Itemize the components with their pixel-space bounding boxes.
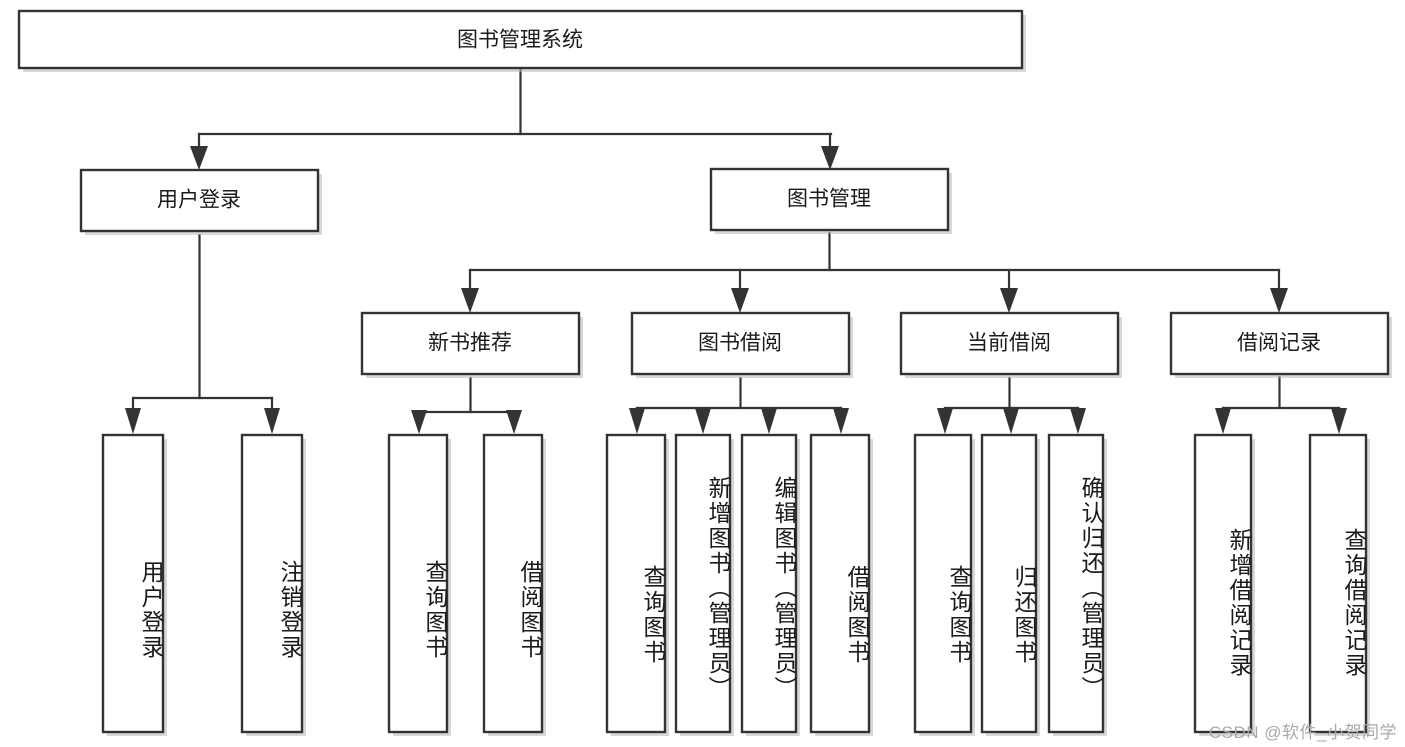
user-login-node-box[interactable] [79, 168, 320, 233]
arrow-to-book-mgmt [821, 146, 839, 170]
book-borrow-node-box[interactable] [630, 311, 851, 376]
leaf-box-nb-borrow-book[interactable] [482, 433, 544, 734]
arrow-leaf-user-login [125, 408, 141, 434]
leaf-box-cb-confirm-return[interactable] [1047, 433, 1105, 734]
arrow-nb-query-book [411, 410, 427, 434]
leaf-box-br-query-record[interactable] [1308, 433, 1368, 734]
leaf-box-bb-edit-book[interactable] [740, 433, 798, 734]
root-node-box[interactable] [17, 9, 1024, 70]
arrow-bb-add-book [695, 408, 711, 434]
arrow-to-user-login [190, 146, 208, 170]
arrow-cb-return-book [1003, 408, 1019, 434]
new-book-node-label: 新书推荐 [428, 332, 512, 355]
book-borrow-node-label: 图书借阅 [698, 332, 782, 355]
arrow-to-new-book [461, 288, 479, 313]
arrow-bb-edit-book [761, 408, 777, 434]
arrow-bb-query-book [629, 408, 645, 434]
arrow-nb-borrow-book [506, 410, 522, 434]
leaf-box-bb-borrow-book[interactable] [809, 433, 871, 734]
borrow-record-node-label: 借阅记录 [1237, 332, 1321, 355]
leaf-box-cb-return-book[interactable] [980, 433, 1038, 734]
leaf-box-br-add-record[interactable] [1193, 433, 1253, 734]
leaf-box-nb-query-book[interactable] [387, 433, 449, 734]
leaf-box-bb-add-book[interactable] [674, 433, 732, 734]
current-borrow-node-label: 当前借阅 [967, 332, 1051, 355]
arrow-br-add-record [1215, 408, 1231, 434]
new-book-node-box[interactable] [360, 311, 581, 376]
arrow-leaf-logout [264, 408, 280, 434]
connectors [125, 66, 1347, 434]
root-node-label: 图书管理系统 [457, 29, 583, 52]
leaf-box-logout[interactable] [240, 433, 304, 734]
arrow-to-borrow-record [1270, 288, 1288, 313]
arrow-bb-borrow-book [833, 408, 849, 434]
leaf-box-user-login[interactable] [101, 433, 165, 734]
leaf-box-bb-query-book[interactable] [605, 433, 667, 734]
nodes: 图书管理系统 用户登录 图书管理 新书推荐 图书借阅 当前借阅 借阅记录 [17, 9, 1392, 736]
book-mgmt-node-box[interactable] [709, 167, 950, 232]
arrow-cb-query-book [937, 408, 953, 434]
csdn-watermark: CSDN @软件_小贺同学 [1208, 723, 1397, 742]
borrow-record-node-box[interactable] [1169, 311, 1390, 376]
user-login-node-label: 用户登录 [157, 189, 241, 212]
leaf-box-cb-query-book[interactable] [913, 433, 973, 734]
arrow-cb-confirm-return [1070, 408, 1086, 434]
arrow-to-book-borrow [731, 288, 749, 313]
book-mgmt-node-label: 图书管理 [787, 188, 871, 211]
arrow-br-query-record [1331, 408, 1347, 434]
current-borrow-node-box[interactable] [899, 311, 1120, 376]
arrow-to-current-borrow [1000, 288, 1018, 313]
